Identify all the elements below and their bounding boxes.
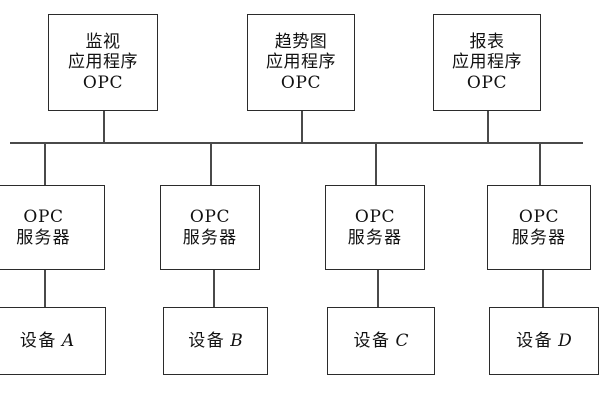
app-box-report-line3: OPC [466, 72, 508, 93]
server-box-b-line1: OPC [189, 207, 231, 228]
edge-bus-to-server-a [44, 143, 46, 186]
app-box-monitor-line3: OPC [82, 72, 124, 93]
app-box-monitor-line1: 监视 [85, 32, 121, 53]
server-box-c-line1: OPC [354, 207, 396, 228]
edge-server-b-to-device-b [213, 270, 215, 308]
device-box-d-prefix: 设备 [516, 330, 554, 351]
server-box-c[interactable]: OPC 服务器 [325, 185, 425, 270]
server-box-d[interactable]: OPC 服务器 [487, 185, 591, 270]
edge-server-a-to-device-a [44, 270, 46, 308]
edge-app-trend-to-bus [301, 111, 303, 143]
device-box-d-tag: D [558, 330, 572, 351]
device-box-c-tag: C [395, 330, 409, 351]
server-box-a[interactable]: OPC 服务器 [0, 185, 105, 270]
edge-bus-to-server-b [210, 143, 212, 186]
edge-app-report-to-bus [487, 111, 489, 143]
server-box-a-line1: OPC [23, 207, 64, 228]
server-box-a-line2: 服务器 [16, 227, 71, 248]
opc-bus-line [10, 142, 583, 144]
server-box-b[interactable]: OPC 服务器 [160, 185, 260, 270]
device-box-a-tag: A [61, 330, 75, 351]
app-box-monitor[interactable]: 监视 应用程序 OPC [48, 14, 158, 111]
edge-bus-to-server-d [539, 143, 541, 186]
edge-bus-to-server-c [375, 143, 377, 186]
app-box-trend[interactable]: 趋势图 应用程序 OPC [247, 14, 355, 111]
server-box-d-line1: OPC [518, 207, 560, 228]
device-box-b-prefix: 设备 [188, 330, 226, 351]
server-box-d-line2: 服务器 [511, 227, 567, 248]
edge-server-d-to-device-d [542, 270, 544, 308]
app-box-report-line2: 应用程序 [452, 52, 522, 73]
edge-server-c-to-device-c [377, 270, 379, 308]
edge-app-monitor-to-bus [103, 111, 105, 143]
app-box-trend-line3: OPC [280, 72, 322, 93]
server-box-c-line2: 服务器 [347, 227, 403, 248]
app-box-report[interactable]: 报表 应用程序 OPC [433, 14, 541, 111]
app-box-report-line1: 报表 [469, 32, 505, 53]
device-box-b-tag: B [230, 330, 243, 351]
app-box-monitor-line2: 应用程序 [68, 52, 138, 73]
device-box-c-prefix: 设备 [353, 330, 391, 351]
app-box-trend-line1: 趋势图 [274, 32, 328, 53]
device-box-a-prefix: 设备 [19, 330, 57, 351]
app-box-trend-line2: 应用程序 [266, 52, 336, 73]
server-box-b-line2: 服务器 [182, 227, 238, 248]
